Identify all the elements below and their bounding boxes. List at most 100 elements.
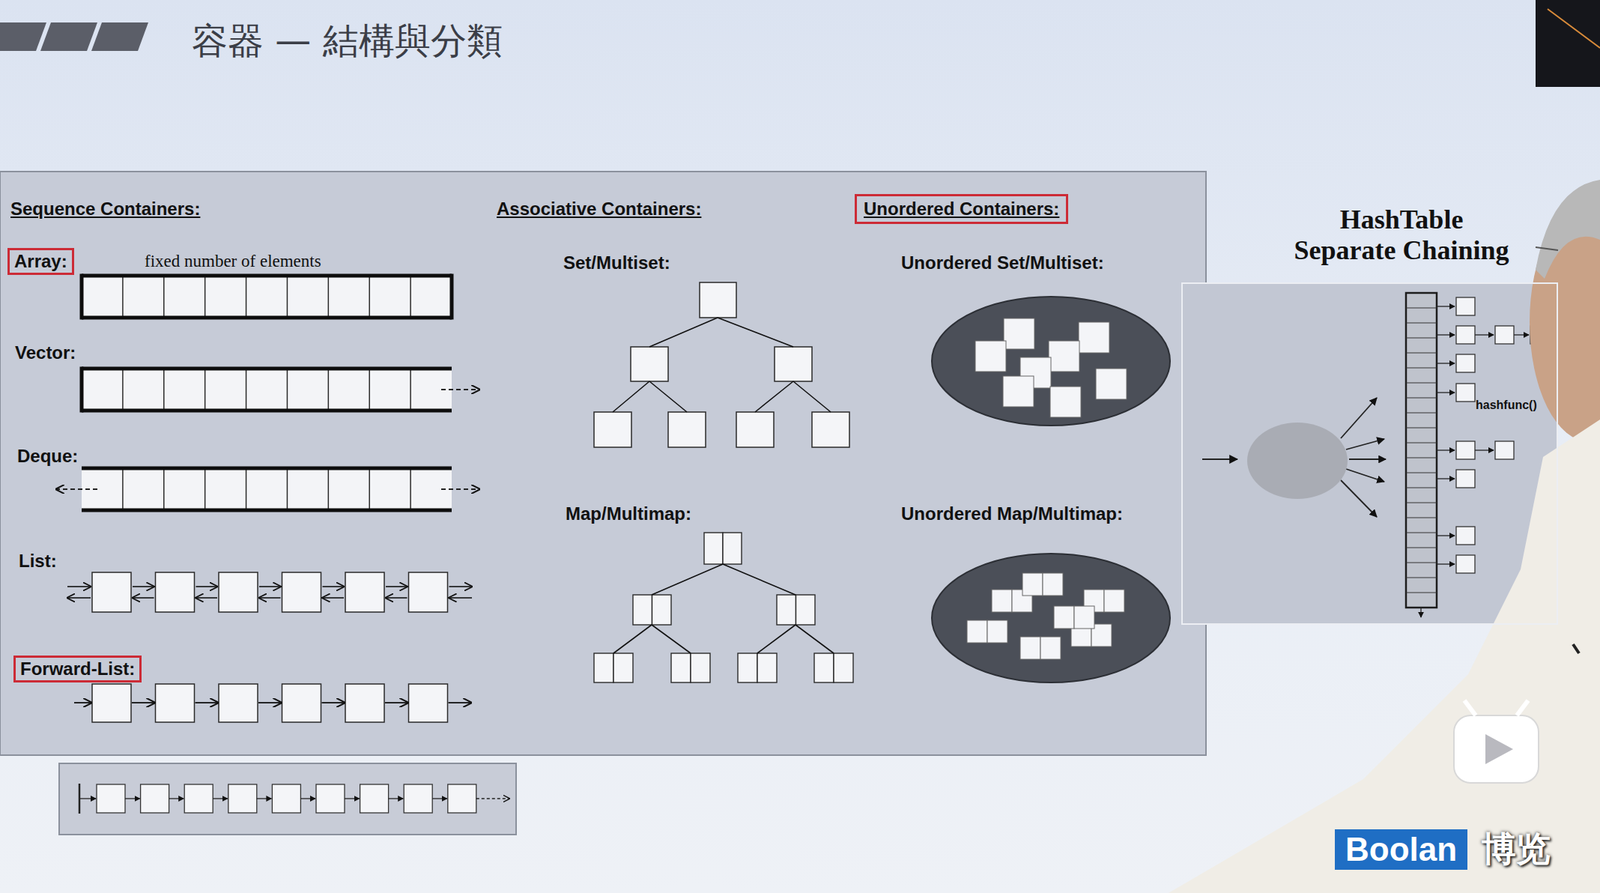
cell-divider	[368, 275, 371, 318]
next-pointer	[388, 797, 404, 799]
thumbnail-streak	[1547, 8, 1600, 48]
hashtable-panel-fill	[1181, 282, 1559, 625]
bucket-divider	[1405, 337, 1437, 339]
bucket-divider	[1405, 382, 1437, 384]
section-heading: Sequence Containers:	[10, 198, 200, 220]
tree-node	[630, 346, 669, 382]
forward-list-node	[316, 784, 345, 813]
key-value-box	[814, 653, 834, 683]
chain-node	[1456, 441, 1475, 460]
cell-divider	[328, 368, 330, 411]
tree-branch	[651, 624, 691, 654]
key-value-box	[1074, 605, 1095, 629]
next-pointer	[196, 585, 218, 588]
key-value-box	[967, 620, 988, 643]
bucket-array	[1405, 292, 1437, 608]
key-value-box	[1022, 573, 1043, 596]
next-pointer	[132, 585, 155, 588]
next-pointer	[385, 585, 408, 588]
key-value-box	[594, 653, 614, 683]
strip-edge	[450, 274, 454, 320]
input-arrow	[1202, 458, 1238, 460]
key-value-box	[671, 653, 691, 683]
key-value-box	[987, 620, 1008, 643]
next-pointer	[256, 797, 272, 799]
list-node	[218, 572, 258, 612]
next-pointer	[300, 797, 316, 799]
list-node	[92, 572, 132, 612]
tree-node	[736, 411, 774, 448]
container-name: Unordered Map/Multimap:	[901, 503, 1123, 525]
element-box	[975, 340, 1006, 372]
key-value-box	[1040, 636, 1061, 660]
next-pointer	[212, 797, 228, 799]
bucket-divider	[1405, 322, 1437, 324]
chain-node	[1456, 469, 1475, 488]
cell-divider	[409, 468, 412, 511]
strip-edge	[80, 367, 84, 413]
element-box	[1078, 322, 1110, 353]
hash-cloud	[931, 296, 1171, 426]
title-bar	[0, 22, 47, 51]
node-text: Array:	[14, 250, 68, 272]
bucket-end-arrow	[1420, 607, 1421, 618]
cell-divider	[163, 368, 165, 411]
container-name: Unordered Set/Multiset:	[901, 252, 1105, 274]
chain-pointer	[1436, 449, 1455, 451]
microphone	[1573, 644, 1580, 654]
growth-arrow	[441, 488, 480, 490]
element-box	[1095, 368, 1127, 400]
next-pointer	[131, 701, 156, 704]
chain-pointer	[1436, 391, 1455, 393]
element-box	[1002, 376, 1034, 407]
cell-divider	[245, 275, 248, 318]
bucket-divider	[1405, 532, 1437, 534]
hashtable-panel: HashTable Separate Chaininghashfunc()	[1181, 282, 1559, 625]
next-pointer	[432, 797, 448, 799]
element-box	[1003, 318, 1035, 350]
presenter-glasses	[1535, 247, 1559, 251]
ellipse-shape	[1247, 422, 1348, 499]
element-box	[1048, 340, 1080, 372]
next-pointer	[74, 701, 92, 704]
cell-divider	[163, 275, 165, 318]
section-heading: Associative Containers:	[496, 198, 702, 220]
strip-edge	[81, 508, 452, 513]
video-site-icon	[1464, 700, 1476, 716]
hash-arrow	[1349, 458, 1386, 460]
next-pointer	[67, 585, 91, 588]
deque-strip	[81, 468, 452, 511]
next-pointer	[322, 585, 345, 588]
node-text: Unordered Containers:	[863, 198, 1060, 220]
cell-divider	[368, 368, 371, 411]
chain-pointer	[1436, 305, 1455, 307]
key-value-box	[1042, 573, 1063, 596]
node-text: Forward-List:	[20, 658, 135, 680]
container-name: Set/Multiset:	[563, 252, 671, 274]
cell-divider	[409, 275, 412, 318]
node-text: hashfunc()	[1475, 398, 1517, 412]
list-node	[345, 572, 385, 612]
forward-list-node	[408, 683, 448, 723]
next-pointer	[195, 701, 219, 704]
container-name: Deque:	[17, 445, 78, 467]
forward-list-node	[271, 784, 301, 813]
forward-list-node	[96, 784, 126, 813]
bucket-divider	[1405, 442, 1437, 444]
prev-pointer	[385, 597, 408, 599]
chain-pointer	[1513, 334, 1529, 335]
bucket-divider	[1405, 592, 1437, 594]
bucket-divider	[1405, 562, 1437, 564]
strip-edge	[81, 274, 452, 278]
strip-edge	[81, 316, 452, 320]
bucket-divider	[1405, 457, 1437, 459]
cell-divider	[328, 275, 330, 318]
key-value-box	[776, 594, 797, 625]
video-site-icon	[1453, 715, 1539, 783]
chain-node	[1456, 526, 1475, 545]
video-site-icon	[1485, 734, 1514, 765]
key-value-box	[757, 653, 777, 683]
